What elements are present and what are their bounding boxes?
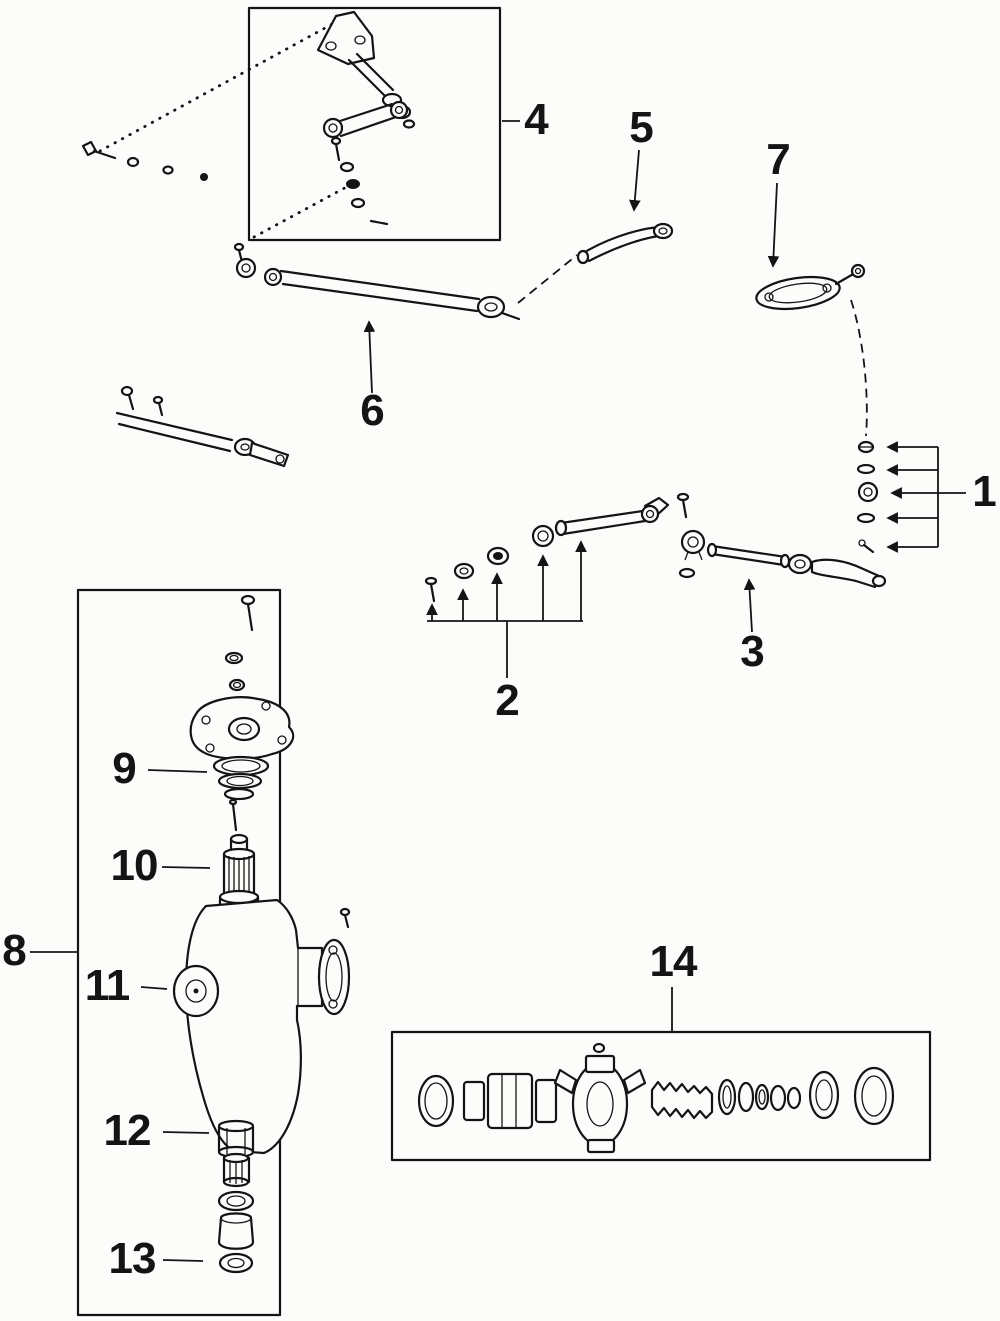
part7-to-part1-dashed-line [850,299,868,437]
part-callout-4: 4 [524,95,549,144]
part4-boundary-box [247,6,502,242]
steering-gear-drawing [172,594,351,1274]
leader-3 [743,578,756,633]
leader-13 [162,1259,204,1262]
dotted-alignment-lines [98,20,354,239]
leader-7 [767,182,780,268]
part1-hardware-drawing [856,440,879,554]
part6-to-part5-dashed-line [517,254,578,304]
part-callout-12: 12 [103,1106,152,1155]
idler-arm-assembly-drawing [316,10,416,226]
leader-11 [140,986,168,990]
part-callout-1: 1 [972,467,997,516]
part-callout-9: 9 [112,744,137,793]
part-callout-2: 2 [495,676,520,725]
part2-bracket [426,540,587,678]
relay-rod-drawing [115,385,290,468]
part-callout-14: 14 [649,937,698,986]
part-callout-5: 5 [629,103,654,152]
leader-5 [628,149,641,212]
leader-6 [363,320,376,394]
mount-bolt-washers-drawing [81,140,208,181]
leader-9 [147,769,208,773]
part-callout-13: 13 [108,1234,157,1283]
part-callout-8: 8 [2,926,27,975]
part-callout-10: 10 [110,841,159,890]
part-callout-11: 11 [84,961,131,1010]
part6-center-link-drawing [233,242,521,321]
callout-leader-lines [30,120,780,1262]
leader-10 [161,866,211,869]
part2-hardware-drawing [424,496,670,603]
control-valve-assembly-drawing [417,1042,895,1154]
part5-steering-arm-drawing [576,222,674,265]
part3-tie-rod-drawing [676,492,887,589]
part1-bracket [886,441,966,553]
part-callout-6: 6 [360,386,385,435]
part-callout-7: 7 [766,135,791,184]
part14-boundary-box [390,1030,932,1162]
part-callout-3: 3 [740,627,765,676]
part7-seal-cover-drawing [755,263,866,311]
leader-12 [162,1131,210,1134]
